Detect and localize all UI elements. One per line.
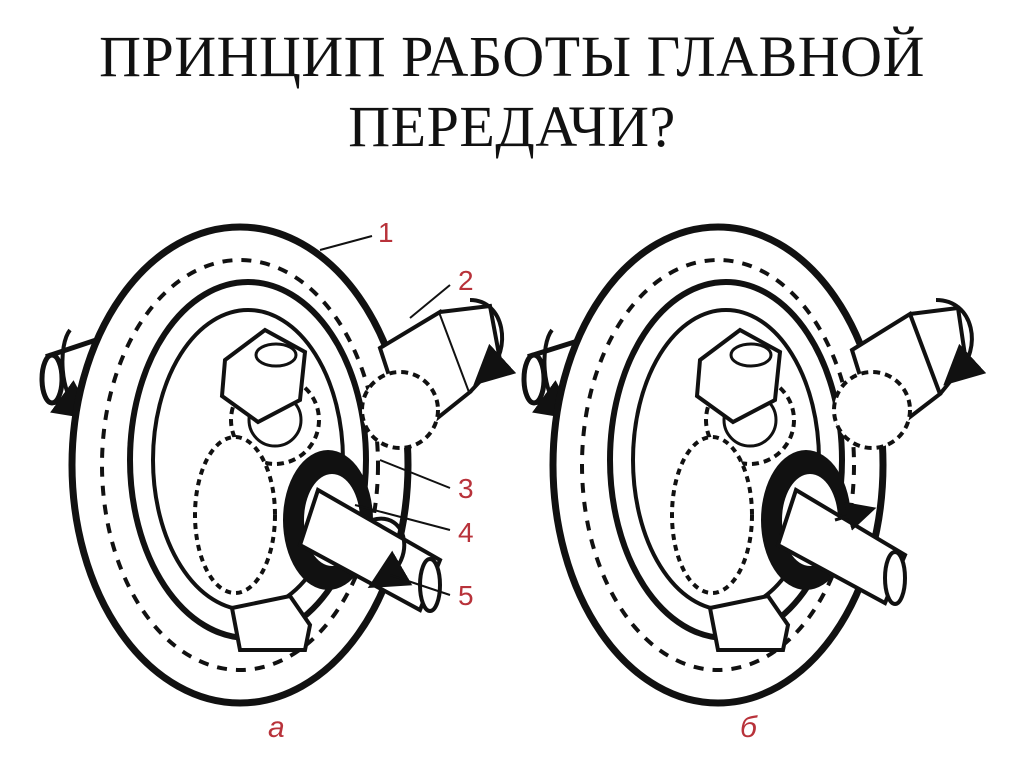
callout-leaders-a [319, 235, 451, 596]
title-line-2: ПЕРЕДАЧИ? [348, 94, 676, 159]
slide-title: ПРИНЦИП РАБОТЫ ГЛАВНОЙ ПЕРЕДАЧИ? [0, 22, 1024, 162]
carrier-block-b [694, 327, 791, 652]
callout-5: 5 [458, 580, 474, 611]
figure-a: 1 2 3 4 5 а [39, 217, 517, 744]
drive-pinion-b [832, 298, 987, 450]
callout-1: 1 [378, 217, 394, 248]
right-axle-b [761, 450, 908, 606]
drive-pinion-a [360, 298, 517, 450]
subfigure-label-b: б [740, 711, 758, 744]
callout-2: 2 [458, 265, 474, 296]
callout-4: 4 [458, 517, 474, 548]
carrier-block-a [219, 327, 313, 652]
subfigure-label-a: а [268, 711, 285, 744]
title-line-1: ПРИНЦИП РАБОТЫ ГЛАВНОЙ [99, 24, 925, 89]
figure-b: б [521, 223, 987, 744]
callout-3: 3 [458, 473, 474, 504]
